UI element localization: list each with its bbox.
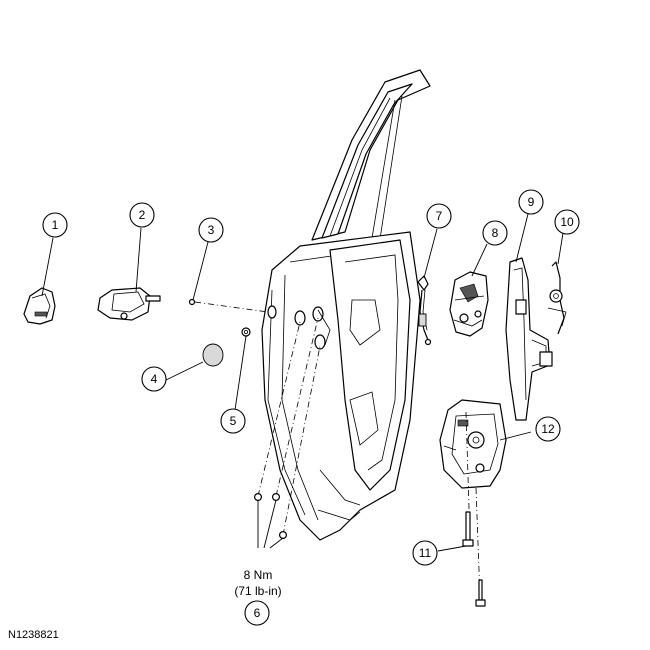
callout-11: 11 [412,540,438,566]
callout-4: 4 [141,366,167,392]
callout-4-label: 4 [151,372,158,386]
callout-3-label: 3 [208,223,215,237]
callout-10-label: 10 [560,215,574,229]
callout-5-label: 5 [230,414,237,428]
callout-9: 9 [518,189,544,215]
callout-9-label: 9 [528,195,535,209]
leader-lines [41,213,564,552]
callout-11-label: 11 [419,546,432,560]
callout-12: 12 [535,416,561,442]
illustration-reference-number: N1238821 [8,629,59,641]
door-shell [261,69,431,541]
callout-7: 7 [426,203,452,229]
part-11-screws [462,411,486,607]
part-6-bolts [254,317,321,539]
callout-1-label: 1 [52,218,59,232]
part-2-handle-bracket [97,287,161,321]
callout-7-label: 7 [436,209,443,223]
callout-12-label: 12 [541,422,555,436]
torque-value-metric: 8 Nm [244,568,273,582]
part-3-clip [188,298,269,313]
callout-10: 10 [554,209,580,235]
part-5-nut [241,327,251,337]
callout-3: 3 [198,217,224,243]
callout-8-label: 8 [492,226,499,240]
torque-value-imperial: (71 lb-in) [234,584,281,598]
callout-8: 8 [482,220,508,246]
part-9-bracket-plate [505,257,553,421]
part-1-handle-cover [23,287,56,325]
part-12-door-latch [439,399,507,599]
part-7-cable [417,275,432,346]
callout-1: 1 [42,212,68,238]
callout-2: 2 [129,202,155,228]
part-4-plug [202,343,224,367]
callout-5: 5 [220,408,246,434]
callout-2-label: 2 [139,208,146,222]
part-8-latch-mechanism [449,271,489,337]
callout-6-label: 6 [254,606,261,620]
part-10-rod-assembly [547,261,567,335]
callout-6: 6 [244,600,270,626]
